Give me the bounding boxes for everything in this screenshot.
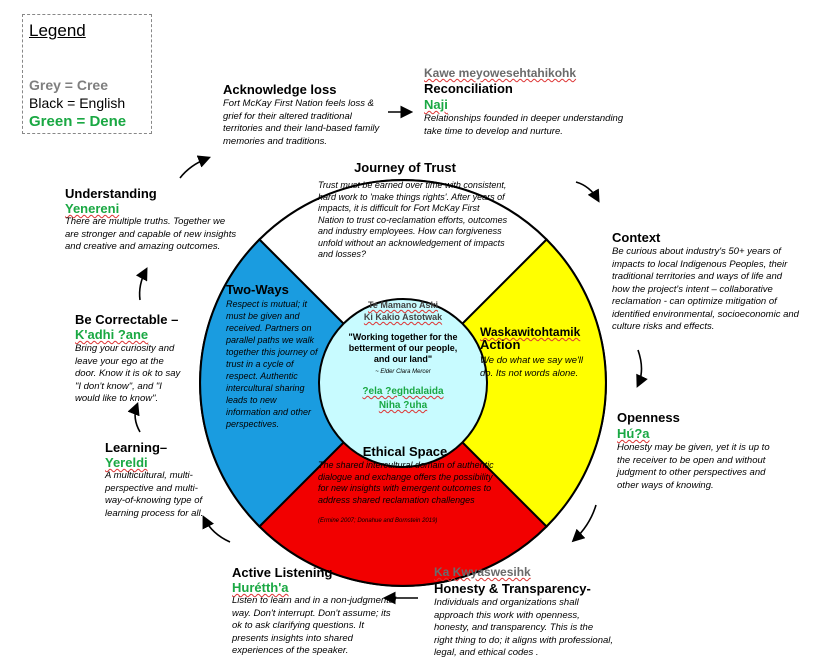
arrow-understanding-to-acknowledge: [179, 155, 211, 179]
openness-dene: Hú?a: [617, 426, 650, 441]
understanding-body: There are multiple truths. Together we a…: [65, 216, 237, 252]
listening-dene: Hurétth'a: [232, 580, 289, 595]
legend-box: Legend Grey = Cree Black = English Green…: [22, 14, 152, 134]
legend-black: Black = English: [29, 95, 126, 111]
correctable-title: Be Correctable –: [75, 312, 179, 327]
action-body: We do what we say we'll do. Its not word…: [480, 355, 584, 379]
acknowledge-title: Acknowledge loss: [223, 82, 337, 97]
acknowledge-body: Fort McKay First Nation feels loss & gri…: [223, 98, 380, 147]
honesty-body: Individuals and organizations shall appr…: [434, 597, 614, 658]
arrow-openness-to-honesty: [571, 504, 597, 543]
center-cree-line2: Ki Kakio Astotwak: [363, 312, 443, 322]
legend-title: Legend: [29, 21, 86, 40]
legend-green: Green = Dene: [29, 113, 127, 130]
twoways-title: Two-Ways: [226, 282, 289, 297]
understanding-title: Understanding: [65, 186, 157, 201]
arrow-correctable-to-understanding: [135, 267, 148, 301]
center-dene-line1: ?ela ?eghdalaida: [362, 386, 444, 397]
center-attribution: ~ Elder Clara Mercer: [375, 369, 431, 375]
quadrant-left-blue: [199, 238, 405, 528]
journey-title: Journey of Trust: [354, 160, 456, 175]
openness-body: Honesty may be given, yet it is up to th…: [617, 442, 770, 491]
arrow-reconciliation-to-context: [575, 181, 600, 203]
reconciliation-title: Reconciliation: [424, 81, 513, 96]
action-title: Action: [480, 337, 521, 352]
understanding-dene: Yenereni: [65, 201, 120, 216]
reconciliation-cree: Kawe meyowesehtahikohk: [424, 66, 577, 80]
arrow-context-to-openness: [636, 349, 648, 388]
reconciliation-body: Relationships founded in deeper understa…: [424, 113, 624, 137]
ethical-citation: (Ermine 2007; Donahue and Bornstein 2019…: [318, 518, 438, 524]
learning-body: A multicultural, multi-perspective and m…: [105, 470, 204, 519]
arrow-listening-to-learning: [202, 515, 231, 543]
arrow-learning-to-correctable: [127, 402, 141, 433]
quadrant-bottom-red: [258, 381, 548, 587]
center-circle: [318, 298, 488, 468]
learning-title: Learning–: [105, 440, 168, 455]
center-quote: "Working together for the betterment of …: [348, 332, 458, 364]
legend-grey: Grey = Cree: [29, 77, 108, 93]
reconciliation-dene: Naji: [424, 97, 448, 112]
honesty-title: Honesty & Transparency-: [434, 581, 591, 596]
center-cree-line1: Te Mamano Aski: [367, 300, 439, 310]
correctable-dene: K'adhi ?ane: [75, 327, 149, 342]
context-title: Context: [612, 230, 661, 245]
quadrant-right-yellow: [401, 238, 607, 528]
quadrant-top-white: [258, 179, 548, 385]
journey-body: Trust must be earned over time with cons…: [318, 180, 508, 259]
ethical-title: Ethical Space: [362, 444, 448, 459]
twoways-body: Respect is mutual; it must be given and …: [226, 299, 318, 429]
listening-title: Active Listening: [232, 565, 333, 580]
listening-body: Listen to learn and in a non-judgmental …: [232, 595, 397, 656]
context-body: Be curious about industry's 50+ years of…: [612, 246, 799, 332]
learning-dene: Yereldi: [105, 455, 148, 470]
correctable-body: Bring your curiosity and leave your ego …: [75, 343, 181, 404]
center-dene-line2: Niha ?uha: [378, 400, 428, 411]
ethical-body: The shared intercultural domain of authe…: [318, 460, 494, 505]
openness-title: Openness: [617, 410, 680, 425]
action-cree: Waskawitohtamik: [480, 325, 581, 339]
honesty-cree: Ka Kwyaswesihk: [434, 565, 531, 579]
